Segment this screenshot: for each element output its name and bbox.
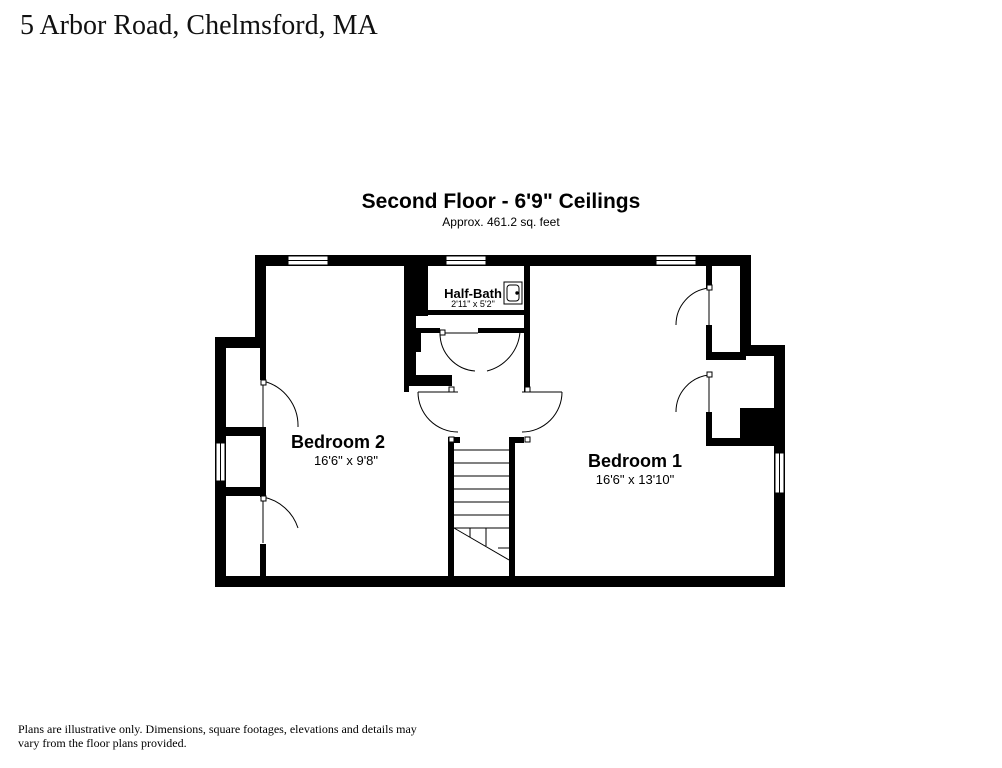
- door-jambs: [260, 284, 713, 502]
- door-bedroom2-closet-top: [262, 380, 299, 428]
- interior-walls: [226, 266, 775, 581]
- door-bedroom1-closet-bottom: [675, 374, 710, 413]
- property-address: 5 Arbor Road, Chelmsford, MA: [20, 10, 378, 41]
- door-hall-left: [417, 391, 459, 433]
- doors: [262, 287, 710, 543]
- door-halfbath: [439, 332, 478, 372]
- outer-walls: [215, 255, 785, 587]
- window-bedroom2-left: [215, 442, 226, 482]
- floor-title: Second Floor - 6'9" Ceilings: [361, 190, 641, 213]
- room-name-bedroom1: Bedroom 1: [588, 451, 682, 471]
- room-dims-halfbath: 2'11" x 5'2": [451, 299, 495, 309]
- window-bedroom1-right: [774, 452, 785, 494]
- window-bedroom2-top: [287, 255, 329, 266]
- room-name-halfbath: Half-Bath: [444, 286, 502, 301]
- room-dims-bedroom1: 16'6" x 13'10": [596, 472, 675, 487]
- stairs: [453, 449, 510, 561]
- door-bedroom1-closet-top: [675, 287, 710, 326]
- door-bedroom2-closet-bottom: [262, 496, 299, 543]
- windows: [215, 255, 785, 494]
- door-halfbath-inner: [486, 331, 521, 372]
- window-bedroom1-top: [655, 255, 697, 266]
- room-dims-bedroom2: 16'6" x 9'8": [314, 453, 378, 468]
- floor-area: Approx. 461.2 sq. feet: [442, 215, 560, 229]
- door-hall-right: [521, 391, 563, 433]
- window-halfbath-top: [445, 255, 487, 266]
- room-name-bedroom2: Bedroom 2: [291, 432, 385, 452]
- disclaimer-text: Plans are illustrative only. Dimensions,…: [18, 722, 417, 750]
- sink-fixture: [503, 281, 523, 305]
